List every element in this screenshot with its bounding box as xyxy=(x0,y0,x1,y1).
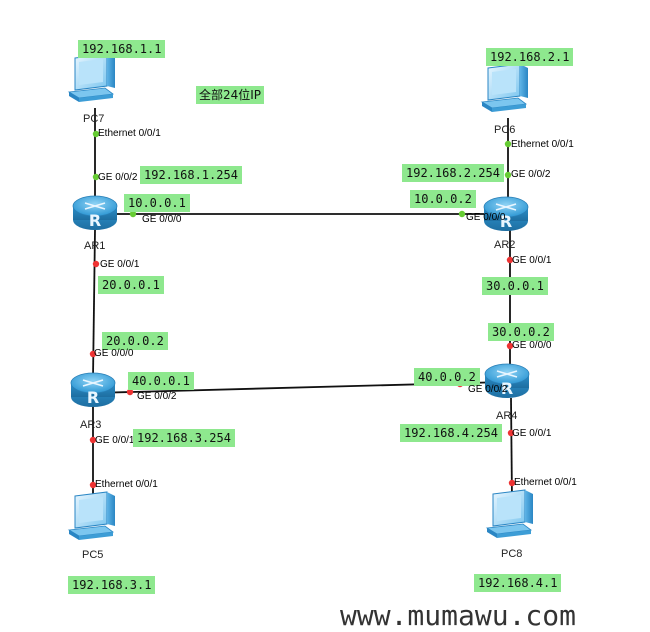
ar2-ge002-port-label: GE 0/0/2 xyxy=(511,169,551,180)
port-dot-ar3-ge002 xyxy=(126,388,134,396)
pc6-name-label: PC6 xyxy=(494,124,516,136)
port-dot-ar1-ge002 xyxy=(92,173,100,181)
watermark: www.mumawu.com xyxy=(340,599,577,632)
ar2-ge000-port-label: GE 0/0/0 xyxy=(466,212,506,223)
pc8-icon[interactable] xyxy=(486,489,534,539)
port-dot-pc5-eth xyxy=(89,481,97,489)
ar1-ge002-ip-label: 192.168.1.254 xyxy=(140,166,242,184)
pc8-ip-label: 192.168.4.1 xyxy=(474,574,562,592)
port-dot-ar1-ge000 xyxy=(129,210,137,218)
ar3-ge002-port-label: GE 0/0/2 xyxy=(137,391,177,402)
ar1-ge000-ip-label: 10.0.0.1 xyxy=(124,194,190,212)
ar4-ge002-ip-label: 40.0.0.2 xyxy=(414,368,480,386)
ar2-ge001-port-label: GE 0/0/1 xyxy=(512,255,552,266)
port-dot-pc6-eth xyxy=(504,140,512,148)
ar3-name-label: AR3 xyxy=(80,419,102,431)
ar2-ge001-ip-label: 30.0.0.1 xyxy=(482,277,548,295)
port-dot-pc8-eth xyxy=(508,479,516,487)
pc5-icon[interactable] xyxy=(68,491,116,541)
ar1-ge000-port-label: GE 0/0/0 xyxy=(142,214,182,225)
pc6-port-label: Ethernet 0/0/1 xyxy=(511,139,574,150)
pc7-icon[interactable] xyxy=(68,53,116,103)
ar1-ge001-ip-label: 20.0.0.1 xyxy=(98,276,164,294)
ar2-ge002-ip-label: 192.168.2.254 xyxy=(402,164,504,182)
ar1-ge002-port-label: GE 0/0/2 xyxy=(98,172,138,183)
ar3-ge000-ip-label: 20.0.0.2 xyxy=(102,332,168,350)
ar3-ge002-ip-label: 40.0.0.1 xyxy=(128,372,194,390)
pc6-ip-label: 192.168.2.1 xyxy=(486,48,574,66)
pc5-port-label: Ethernet 0/0/1 xyxy=(95,479,158,490)
ar1-name-label: AR1 xyxy=(84,240,106,252)
pc6-icon[interactable] xyxy=(481,63,529,113)
ar4-ge001-port-label: GE 0/0/1 xyxy=(512,428,552,439)
port-dot-ar3-ge000 xyxy=(89,350,97,358)
pc8-name-label: PC8 xyxy=(501,548,523,560)
port-dot-ar2-ge000 xyxy=(458,210,466,218)
pc5-ip-label: 192.168.3.1 xyxy=(68,576,156,594)
ar4-ge002-port-label: GE 0/0/2 xyxy=(468,384,508,395)
port-dot-ar2-ge001 xyxy=(506,256,514,264)
ar4-name-label: AR4 xyxy=(496,410,518,422)
port-dot-ar2-ge002 xyxy=(504,171,512,179)
ar2-name-label: AR2 xyxy=(494,239,516,251)
ar3-router-icon[interactable] xyxy=(70,372,116,408)
ar4-ge001-ip-label: 192.168.4.254 xyxy=(400,424,502,442)
ar3-ge000-port-label: GE 0/0/0 xyxy=(94,348,134,359)
ar1-ge001-port-label: GE 0/0/1 xyxy=(100,259,140,270)
pc5-name-label: PC5 xyxy=(82,549,104,561)
ar3-ge001-port-label: GE 0/0/1 xyxy=(95,435,135,446)
pc7-ip-label: 192.168.1.1 xyxy=(78,40,166,58)
port-dot-ar4-ge000 xyxy=(506,342,514,350)
pc7-name-label: PC7 xyxy=(83,113,105,125)
port-dot-ar3-ge001 xyxy=(89,436,97,444)
port-dot-ar4-ge001 xyxy=(507,429,515,437)
ar1-router-icon[interactable] xyxy=(72,195,118,231)
pc8-port-label: Ethernet 0/0/1 xyxy=(514,477,577,488)
pc7-port-label: Ethernet 0/0/1 xyxy=(98,128,161,139)
ar3-ge001-ip-label: 192.168.3.254 xyxy=(133,429,235,447)
port-dot-pc7-eth xyxy=(92,130,100,138)
ar2-ge000-ip-label: 10.0.0.2 xyxy=(410,190,476,208)
port-dot-ar1-ge001 xyxy=(92,260,100,268)
ar4-ge000-port-label: GE 0/0/0 xyxy=(512,340,552,351)
ar4-ge000-ip-label: 30.0.0.2 xyxy=(488,323,554,341)
note-label: 全部24位IP xyxy=(196,86,265,104)
